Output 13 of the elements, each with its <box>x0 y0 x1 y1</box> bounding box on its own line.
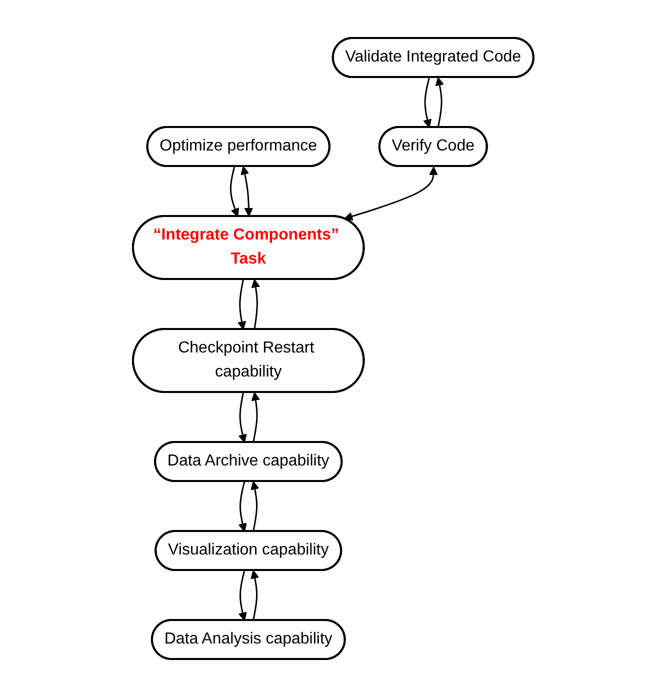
arrow <box>238 481 247 532</box>
arrow <box>238 570 247 621</box>
arrow <box>240 166 253 216</box>
arrow <box>435 77 444 128</box>
arrow <box>250 570 259 621</box>
arrow <box>237 279 246 330</box>
arrow <box>250 481 259 532</box>
arrow <box>238 392 247 443</box>
arrow <box>251 392 260 443</box>
arrow <box>230 166 239 217</box>
arrow <box>251 279 260 330</box>
arrow <box>422 77 432 128</box>
arrow <box>344 166 438 221</box>
